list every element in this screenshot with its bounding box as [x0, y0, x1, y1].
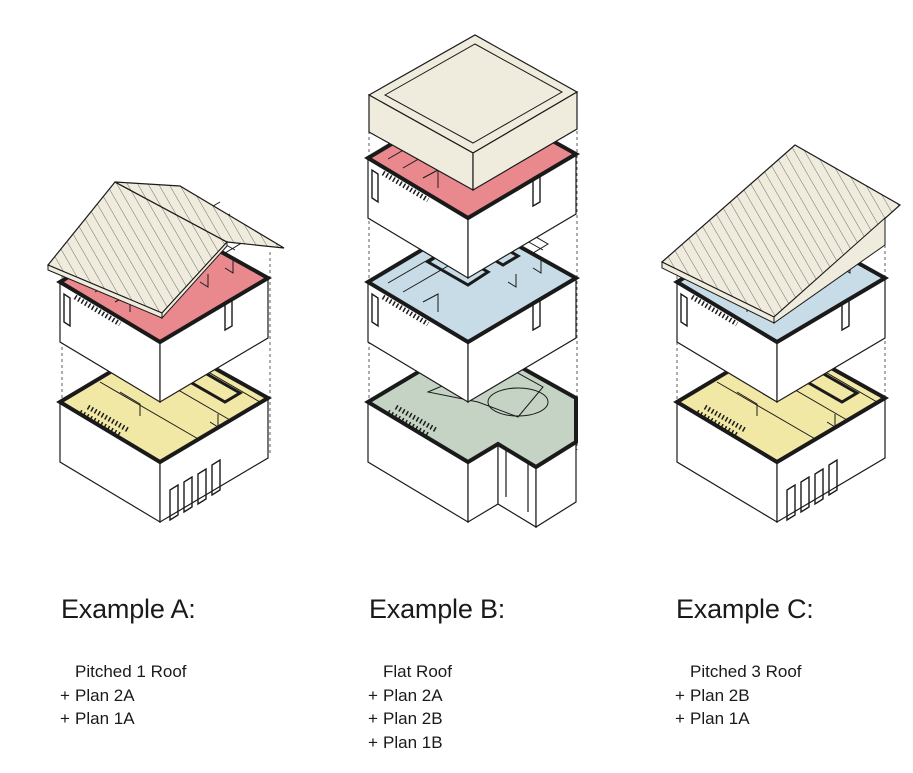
list-item: +Plan 1B [368, 732, 443, 752]
example-c-pitched-3-roof [660, 144, 902, 324]
example-b-components: Flat Roof +Plan 2A +Plan 2B +Plan 1B [368, 660, 452, 754]
example-b-flat-roof [367, 34, 579, 192]
list-item: +Plan 2A [60, 685, 135, 705]
example-a-components: Pitched 1 Roof +Plan 2A +Plan 1A [60, 660, 187, 731]
list-item: Pitched 3 Roof [690, 662, 802, 681]
example-b-title: Example B: [369, 594, 506, 624]
list-item: +Plan 2B [675, 685, 750, 705]
example-c-stack [660, 144, 902, 523]
example-c-title: Example C: [676, 594, 814, 624]
list-item: +Plan 2B [368, 709, 443, 728]
list-item: +Plan 1A [60, 709, 135, 728]
example-a-stack [47, 181, 285, 523]
list-item: +Plan 2A [368, 685, 443, 705]
example-a-title: Example A: [61, 594, 196, 624]
example-c-components: Pitched 3 Roof +Plan 2B +Plan 1A [675, 660, 802, 731]
example-a-pitched-1-roof [47, 181, 285, 320]
example-b-stack [364, 34, 579, 529]
list-item: +Plan 1A [675, 709, 750, 728]
list-item: Pitched 1 Roof [75, 662, 187, 681]
list-item: Flat Roof [383, 662, 452, 681]
